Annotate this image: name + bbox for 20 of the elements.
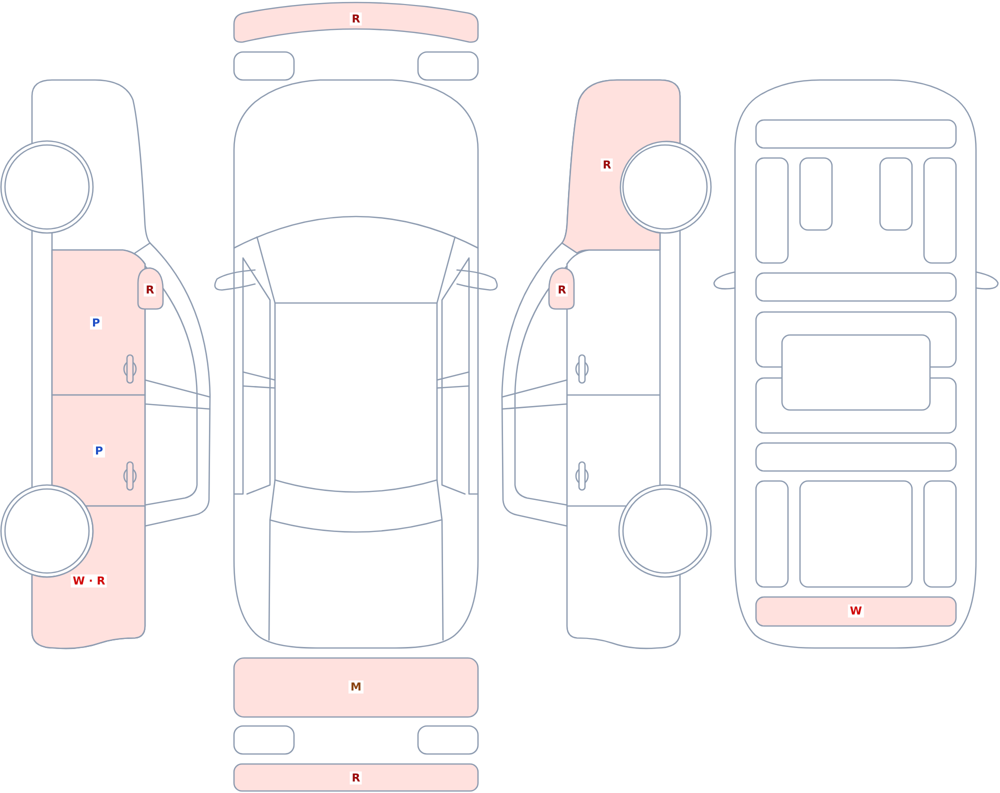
door-panel <box>50 248 147 397</box>
damage-code: W <box>848 604 864 618</box>
damage-code: P <box>92 444 106 458</box>
damage-code: R <box>556 284 568 296</box>
mirror-panel <box>548 266 575 311</box>
damage-code: W · R <box>70 574 108 588</box>
damage-code: R <box>350 12 362 26</box>
underbody-panel <box>755 596 957 627</box>
damage-code: M <box>348 680 364 694</box>
bumper-panel <box>232 1 480 45</box>
damage-code: R <box>600 158 614 172</box>
quarter-panel <box>30 504 147 651</box>
bumper-panel <box>233 763 479 793</box>
rear-panel <box>233 657 479 718</box>
damage-code: P <box>90 316 102 330</box>
door-panel <box>50 393 147 508</box>
mirror-panel <box>137 266 164 311</box>
damage-code: R <box>350 772 362 784</box>
damage-code: R <box>144 284 156 296</box>
fender-panel <box>560 78 682 254</box>
